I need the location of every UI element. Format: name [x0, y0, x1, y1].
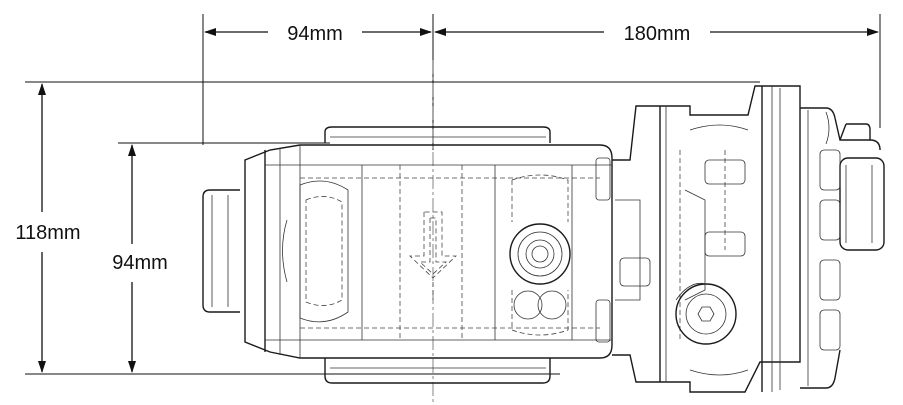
dim-label-left-inner: 94mm — [112, 252, 168, 274]
pump-body — [202, 126, 613, 384]
drain-bolt — [675, 282, 737, 345]
flow-arrow-icon — [409, 211, 457, 300]
outlet-port — [509, 174, 571, 336]
dim-label-top-right: 180mm — [624, 23, 691, 45]
dimension-lines — [25, 14, 881, 405]
dim-label-top-left: 94mm — [287, 23, 343, 45]
dim-label-left-outer: 118mm — [15, 222, 80, 244]
motor-section — [612, 85, 885, 393]
